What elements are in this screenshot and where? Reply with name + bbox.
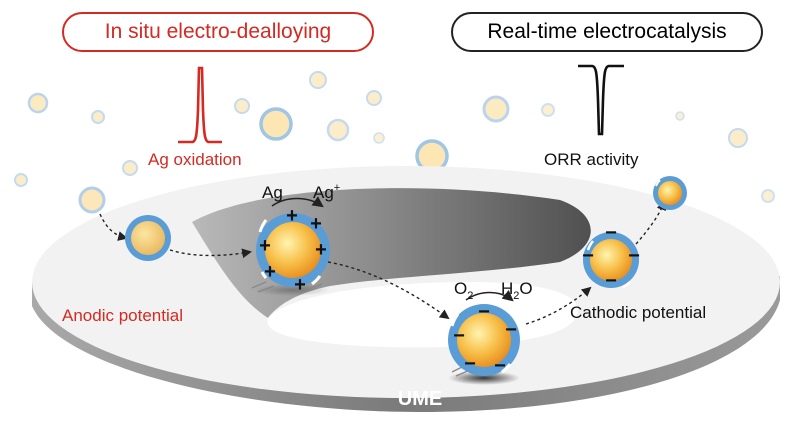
- o2-to-h2o-arrow: [465, 289, 514, 302]
- negative-charge: −: [605, 222, 617, 244]
- negative-charge: −: [605, 270, 617, 292]
- negative-charge: −: [505, 319, 517, 341]
- negative-charge: −: [628, 245, 640, 267]
- positive-charge: +: [259, 235, 271, 257]
- small-nanoparticle: [653, 176, 687, 210]
- species-o2: O2: [454, 279, 473, 302]
- negative-charge: −: [464, 353, 476, 375]
- ag-to-agplus-arrow: [271, 196, 324, 208]
- leaving-nanoparticle: [583, 232, 639, 289]
- incoming-nanoparticle: [125, 215, 171, 261]
- dealloying-nanoparticle: [256, 213, 330, 287]
- positive-charge: +: [315, 239, 327, 261]
- negative-charge: −: [478, 301, 490, 323]
- particle-trajectory: [99, 200, 667, 325]
- label-orr-activity: ORR activity: [544, 150, 639, 169]
- title-real-time-electrocatalysis: Real-time electrocatalysis: [451, 12, 763, 52]
- title-electro-dealloying: In situ electro-dealloying: [62, 12, 374, 52]
- positive-charge: +: [286, 205, 298, 227]
- negative-charge: −: [453, 325, 465, 347]
- species-h2o: H2O: [501, 279, 533, 302]
- background-particles: [14, 71, 775, 214]
- positive-charge: +: [294, 274, 306, 296]
- ag-oxidation-peak: [178, 66, 222, 144]
- label-ag-oxidation: Ag oxidation: [148, 150, 242, 169]
- label-cathodic-potential: Cathodic potential: [570, 303, 707, 322]
- species-ag-plus: Ag+: [313, 182, 340, 202]
- ume-label: UME: [398, 388, 442, 410]
- contact-marks: [251, 281, 323, 293]
- particle-shadow: [448, 371, 520, 385]
- positive-charge: +: [264, 261, 276, 283]
- orr-nanoparticle: [448, 304, 520, 376]
- label-anodic-potential: Anodic potential: [62, 306, 183, 325]
- species-ag: Ag: [262, 183, 283, 202]
- negative-charge: −: [494, 355, 506, 377]
- positive-charge: +: [310, 213, 322, 235]
- negative-charge: −: [582, 245, 594, 267]
- orr-dip: [578, 64, 624, 136]
